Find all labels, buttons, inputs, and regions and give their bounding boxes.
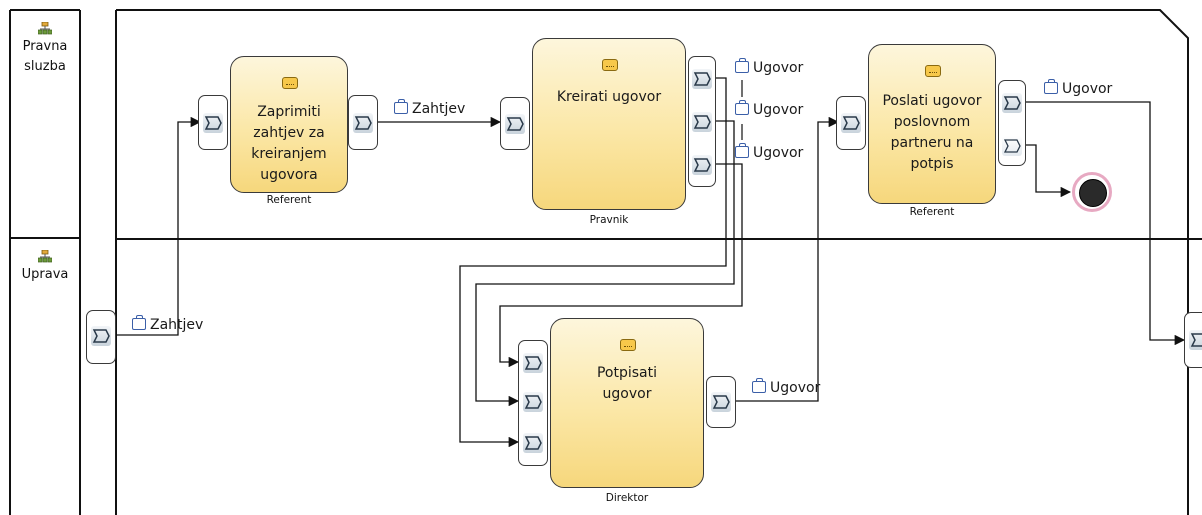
task-role-direktor: Direktor [605, 492, 649, 504]
artifact-label: Ugovor [770, 380, 821, 396]
output-pin[interactable] [353, 113, 373, 133]
document-bag-icon [735, 58, 749, 73]
task-name: Zaprimiti zahtjev za kreiranjem ugovora [251, 104, 327, 183]
output-pin-2[interactable] [692, 112, 712, 132]
artifact-label: Ugovor [753, 60, 804, 76]
potpisati-input-port[interactable] [518, 340, 548, 466]
end-event[interactable] [1072, 172, 1112, 212]
document-bag-icon [1044, 79, 1058, 94]
lane-label-pravna-sluzba: Pravna sluzba [12, 22, 78, 77]
poslati-input-port[interactable] [836, 96, 866, 150]
flow-poslati-to-end [1020, 144, 1072, 198]
input-pin[interactable] [1189, 330, 1202, 350]
artifact-zahtjev-uprava[interactable]: Zahtjev [132, 315, 204, 334]
output-pin-3[interactable] [692, 155, 712, 175]
artifact-zahtjev-top[interactable]: Zahtjev [394, 99, 466, 118]
task-name: Kreirati ugovor [556, 89, 662, 105]
uprava-output-port[interactable] [86, 310, 116, 364]
task-manual-icon [282, 77, 298, 89]
chevron-right-icon [693, 158, 711, 172]
document-bag-icon [394, 99, 408, 114]
chevron-right-icon [693, 72, 711, 86]
flow-kreirati-out3-to-potpisati [499, 163, 743, 368]
poslati-output-port[interactable] [998, 80, 1026, 166]
input-pin-1[interactable] [523, 353, 543, 373]
chevron-right-icon [524, 356, 542, 370]
artifact-ugovor-kreirati-1[interactable]: Ugovor [735, 58, 804, 77]
flow-potpisati-to-poslati [734, 116, 840, 402]
flow-poslati-to-offpage [1020, 101, 1186, 346]
chevron-right-icon [1003, 96, 1021, 110]
input-pin-3[interactable] [523, 433, 543, 453]
task-zaprimiti-zahtjev[interactable]: Zaprimiti zahtjev za kreiranjem ugovora [230, 56, 348, 193]
output-pin[interactable] [711, 392, 731, 412]
chevron-right-icon [842, 116, 860, 130]
chevron-right-icon [354, 116, 372, 130]
input-pin[interactable] [505, 114, 525, 134]
output-pin-1[interactable] [692, 69, 712, 89]
artifact-label: Ugovor [1062, 81, 1113, 97]
task-manual-icon [925, 65, 941, 77]
artifact-ugovor-kreirati-2[interactable]: Ugovor [735, 100, 804, 119]
artifact-ugovor-kreirati-3[interactable]: Ugovor [735, 143, 804, 162]
artifact-label: Zahtjev [150, 317, 204, 333]
chevron-right-icon [506, 117, 524, 131]
input-pin[interactable] [203, 113, 223, 133]
document-bag-icon [735, 100, 749, 115]
flow-lines [114, 77, 1186, 448]
chevron-right-icon [524, 436, 542, 450]
artifact-ugovor-potpisati[interactable]: Ugovor [752, 378, 821, 397]
artifact-ugovor-poslati[interactable]: Ugovor [1044, 79, 1113, 98]
lane-header-column [9, 9, 81, 515]
document-bag-icon [132, 315, 146, 330]
task-manual-icon [602, 59, 618, 71]
input-pin-2[interactable] [523, 392, 543, 412]
organization-chart-icon [38, 250, 52, 263]
task-kreirati-ugovor[interactable]: Kreirati ugovor [532, 38, 686, 210]
artifact-label: Zahtjev [412, 101, 466, 117]
zaprimiti-input-port[interactable] [198, 95, 228, 150]
output-pin-1[interactable] [1002, 93, 1022, 113]
task-poslati-ugovor[interactable]: Poslati ugovor poslovnom partneru na pot… [868, 44, 996, 204]
flow-kreirati-out1-to-potpisati [459, 77, 727, 448]
organization-chart-icon [38, 22, 52, 35]
task-name: Poslati ugovor poslovnom partneru na pot… [882, 93, 982, 172]
lane-label-text: Pravna sluzba [22, 39, 68, 74]
chevron-right-icon [204, 116, 222, 130]
document-bag-icon [735, 143, 749, 158]
task-role-referent: Referent [266, 194, 312, 206]
output-pin-2[interactable] [1002, 136, 1022, 156]
task-manual-icon [620, 339, 636, 351]
output-pin[interactable] [91, 326, 111, 346]
task-role-pravnik: Pravnik [589, 214, 629, 226]
document-bag-icon [752, 378, 766, 393]
pool-border [115, 9, 1202, 515]
chevron-right-icon [1003, 139, 1021, 153]
chevron-right-icon [524, 395, 542, 409]
chevron-right-icon [693, 115, 711, 129]
chevron-right-icon [92, 329, 110, 343]
artifact-label: Ugovor [753, 145, 804, 161]
flow-kreirati-out2-to-potpisati [475, 120, 735, 407]
offpage-input-port[interactable] [1184, 312, 1202, 368]
task-potpisati-ugovor[interactable]: Potpisati ugovor [550, 318, 704, 488]
input-pin[interactable] [841, 113, 861, 133]
lane-label-uprava: Uprava [12, 250, 78, 285]
chevron-right-icon [712, 395, 730, 409]
kreirati-output-port[interactable] [688, 56, 716, 187]
task-role-referent: Referent [909, 206, 955, 218]
chevron-right-icon [1190, 333, 1202, 347]
potpisati-output-port[interactable] [706, 376, 736, 428]
kreirati-input-port[interactable] [500, 97, 530, 150]
task-name: Potpisati ugovor [596, 365, 658, 402]
zaprimiti-output-port[interactable] [348, 95, 378, 150]
flow-zahtjev-to-zaprimiti [114, 116, 202, 336]
artifact-label: Ugovor [753, 102, 804, 118]
lane-label-text: Uprava [21, 267, 69, 282]
